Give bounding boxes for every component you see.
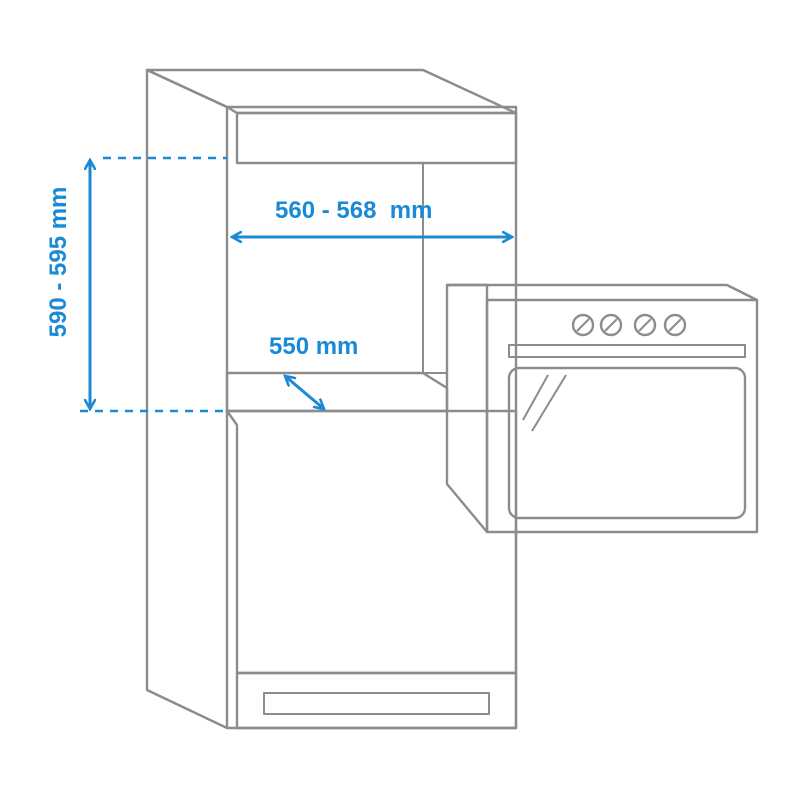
knob-2 — [599, 313, 623, 337]
cabinet — [145, 68, 518, 730]
knob-4 — [663, 313, 687, 337]
oven-control-strip — [508, 344, 746, 358]
lower-cabinet-door — [225, 409, 518, 675]
oven-glass-reflection — [522, 374, 549, 421]
cabinet-side-panel — [145, 68, 229, 730]
niche-shelf — [225, 371, 449, 413]
oven-body-top — [445, 283, 759, 302]
oven-door-window — [507, 366, 747, 520]
depth-label: 550 mm — [269, 333, 358, 360]
oven — [445, 283, 759, 534]
oven-knobs — [571, 313, 687, 337]
depth-arrow — [285, 376, 324, 409]
width-label: 560 - 568 mm — [275, 197, 432, 224]
knob-3 — [633, 313, 657, 337]
cabinet-top-rail — [235, 111, 518, 165]
knob-1 — [571, 313, 595, 337]
plinth-vent-slot — [263, 692, 490, 715]
oven-glass-reflection — [531, 374, 567, 432]
dimensions: 590 - 595 mm 560 - 568 mm 550 mm — [45, 156, 512, 413]
oven-front-panel — [485, 298, 759, 534]
cabinet-plinth — [235, 671, 518, 730]
height-label: 590 - 595 mm — [45, 187, 72, 338]
oven-body — [445, 283, 489, 534]
